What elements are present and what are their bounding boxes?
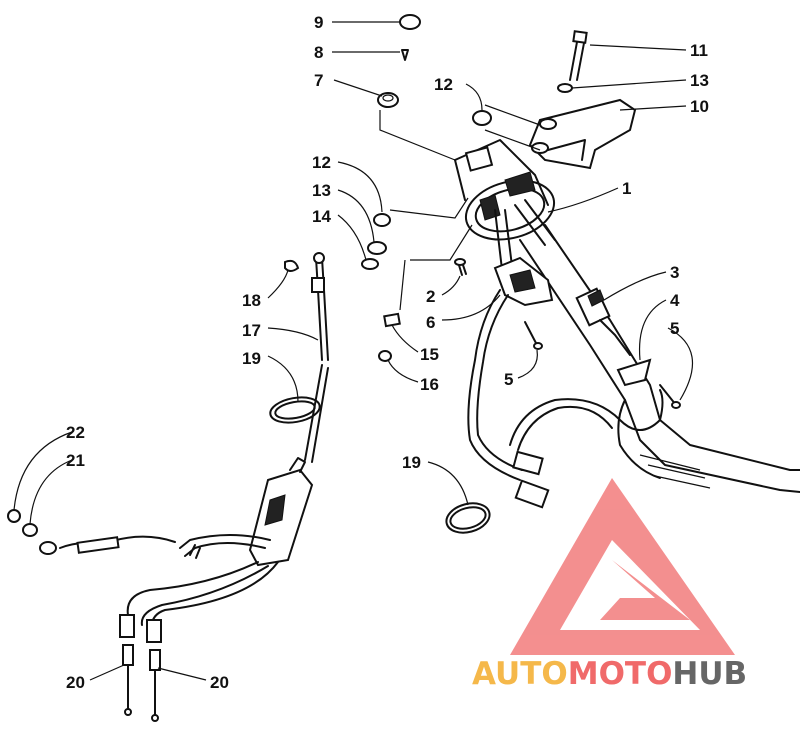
washer: [557, 83, 573, 93]
callout-20b: 20: [210, 673, 229, 692]
leader-lines: [13, 21, 694, 681]
callout-19a: 19: [242, 349, 261, 368]
clip: [383, 312, 401, 328]
callout-5a: 5: [670, 319, 679, 338]
callout-11: 11: [690, 41, 708, 60]
logo-triangle-inner: [600, 560, 690, 620]
watermark-text-hub: HUB: [672, 656, 747, 692]
callout-3: 3: [670, 263, 679, 282]
connector-3: [575, 287, 631, 356]
cable-end-18: [284, 259, 300, 272]
screw-2: [454, 258, 467, 276]
callout-5b: 5: [504, 370, 513, 389]
adjusters-20: [119, 614, 162, 722]
callout-21: 21: [66, 451, 85, 470]
screw: [401, 49, 409, 61]
watermark-text-moto: MOTO: [568, 656, 673, 692]
washer-left: [367, 241, 387, 255]
callout-4: 4: [670, 291, 680, 310]
callout-8: 8: [314, 43, 323, 62]
callout-20a: 20: [66, 673, 85, 692]
handlebar: [519, 224, 800, 493]
alignment-lines: [379, 104, 541, 311]
choke-cable: [39, 535, 176, 555]
callout-22: 22: [66, 423, 85, 442]
logo-triangle-outer: [510, 478, 735, 655]
callout-12b: 12: [312, 153, 331, 172]
grommet-left: [373, 213, 391, 227]
bolt: [569, 30, 588, 81]
callout-17: 17: [242, 321, 261, 340]
callout-16: 16: [420, 375, 439, 394]
cable-stub: [189, 544, 201, 559]
washer-22: [7, 509, 21, 523]
grommet-top: [472, 110, 492, 126]
callout-14: 14: [312, 207, 331, 226]
callout-13b: 13: [312, 181, 331, 200]
hose-clamp-left: [269, 396, 321, 424]
callout-13a: 13: [690, 71, 709, 90]
switch-bracket: [493, 256, 554, 307]
wire-harness: [467, 289, 664, 481]
callout-1: 1: [622, 179, 631, 198]
cap: [399, 14, 421, 30]
part-4: [616, 358, 652, 387]
callout-19b: 19: [402, 453, 421, 472]
callout-6: 6: [426, 313, 435, 332]
callout-labels: 9 8 7 12 11 13 10 12 13 14 1 3 4 5 18 2 …: [66, 13, 709, 692]
watermark-logo: [510, 478, 735, 655]
callout-15: 15: [420, 345, 439, 364]
throttle-cable: [304, 252, 329, 463]
callout-9: 9: [314, 13, 323, 32]
connector-a: [512, 450, 544, 476]
callout-18: 18: [242, 291, 261, 310]
watermark-text-auto: AUTO: [472, 656, 568, 692]
screw-16: [378, 350, 392, 362]
screw-5-right: [659, 384, 681, 409]
callout-7: 7: [314, 71, 323, 90]
nut-left: [361, 258, 379, 270]
nut-21: [22, 523, 38, 537]
grommet: [377, 92, 399, 108]
svg-text:AUTOMOTOHUB: AUTOMOTOHUB: [472, 656, 747, 692]
connector-b: [514, 479, 550, 509]
callout-2: 2: [426, 287, 435, 306]
callout-10: 10: [690, 97, 709, 116]
junction-block: [248, 457, 314, 567]
screw-5-mid: [524, 321, 543, 350]
callout-12a: 12: [434, 75, 453, 94]
clamp-bracket: [528, 98, 637, 170]
hose-clamp-right: [445, 502, 491, 534]
